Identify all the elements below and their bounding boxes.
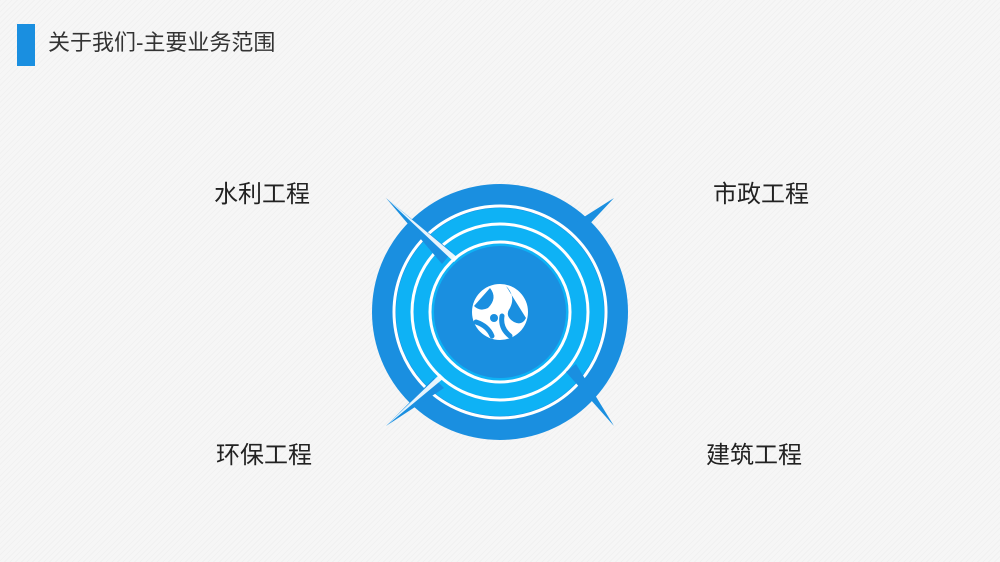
- spike-top-left: [386, 198, 452, 264]
- spike-top-left-cut: [386, 198, 458, 262]
- middle-separator-inner: [428, 240, 572, 384]
- spike-top-right: [576, 198, 614, 230]
- page-title: 关于我们-主要业务范围: [48, 31, 276, 56]
- service-label-construction: 建筑工程: [706, 441, 802, 469]
- service-label-water-conservancy: 水利工程: [214, 180, 310, 208]
- middle-separator: [410, 222, 590, 402]
- service-label-environmental: 环保工程: [216, 441, 312, 469]
- central-emblem: [372, 184, 628, 440]
- outer-separator: [392, 204, 608, 420]
- service-label-municipal: 市政工程: [713, 180, 809, 208]
- spike-bottom-left-cut: [386, 374, 444, 426]
- title-accent-bar: [17, 24, 35, 66]
- spike-bottom-right: [566, 364, 614, 426]
- globe-icon: [472, 284, 528, 340]
